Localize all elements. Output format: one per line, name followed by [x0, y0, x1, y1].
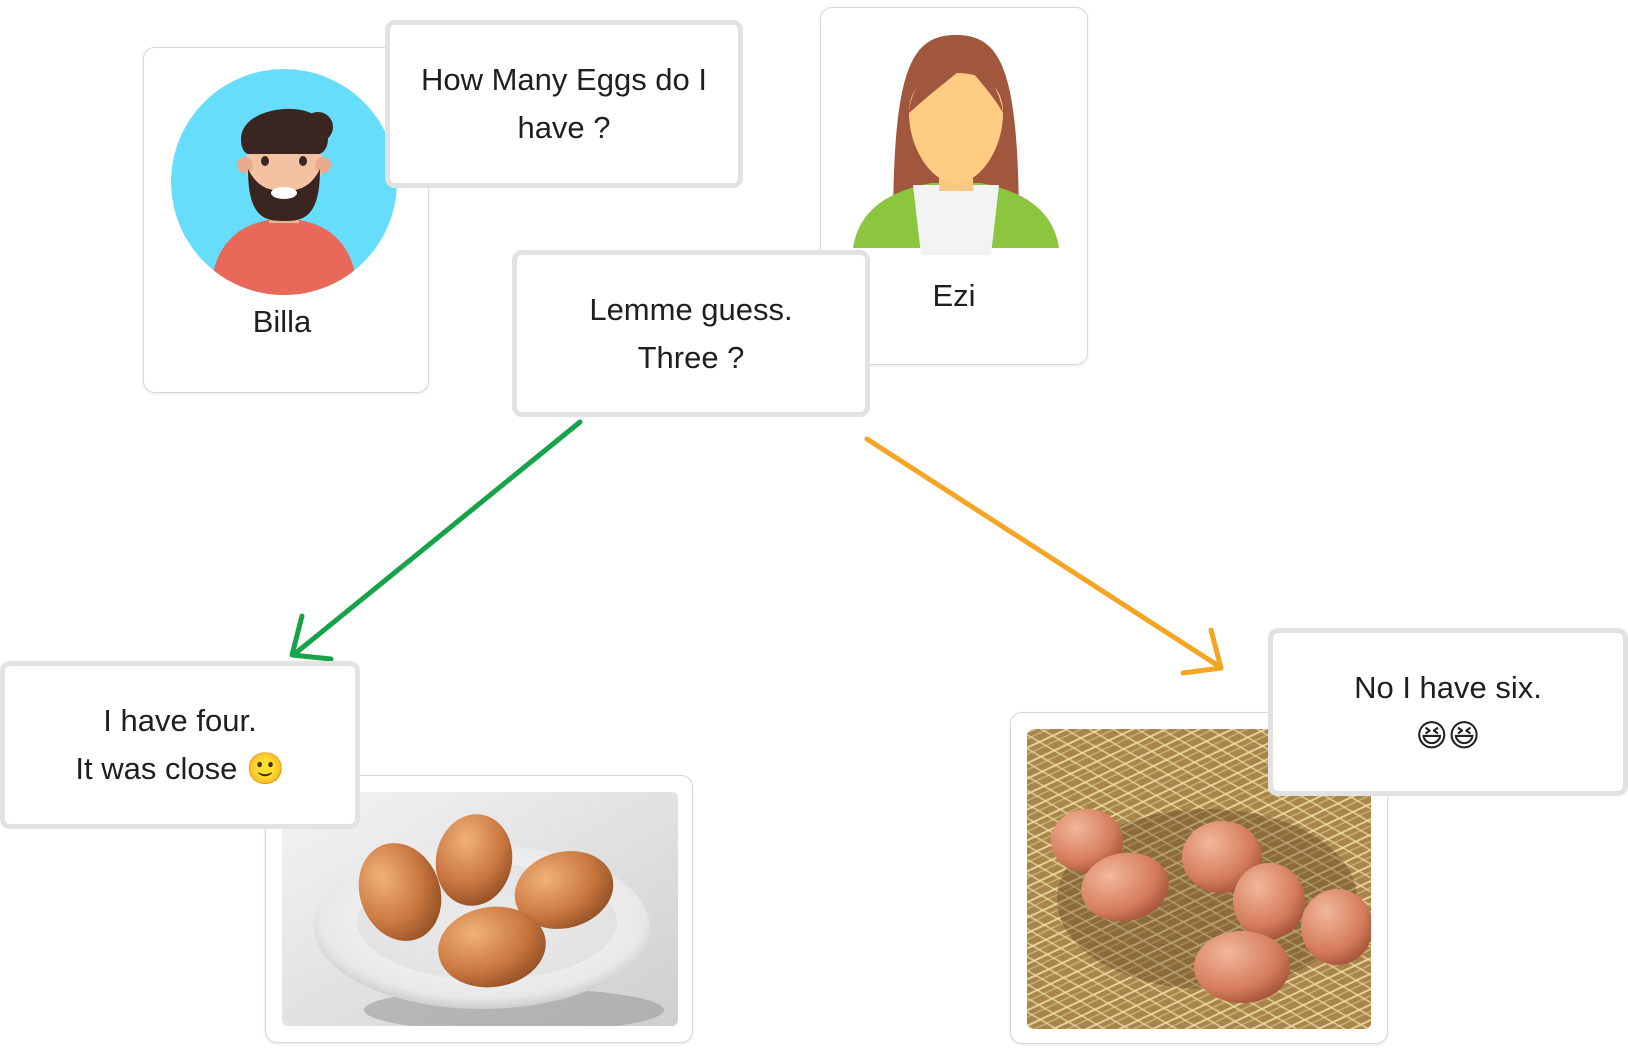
- person-name-billa: Billa: [252, 304, 312, 339]
- arrow-to-six: [864, 436, 1224, 676]
- speech-bubble-question: How Many Eggs do I have ?: [385, 20, 743, 188]
- woman-avatar-icon: [853, 35, 1059, 255]
- eggs-on-plate-image: [282, 792, 678, 1026]
- bubble-question-text: How Many Eggs do I have ?: [420, 62, 708, 145]
- photo-card-six-eggs: [1010, 712, 1388, 1044]
- speech-bubble-four: I have four. It was close 🙂: [0, 661, 360, 829]
- bubble-six-line1: No I have six.: [1354, 670, 1542, 705]
- arrow-to-four: [289, 419, 583, 662]
- bubble-guess-line2: Three ?: [637, 339, 745, 375]
- bubble-six-emoji: 😆😆: [1415, 718, 1481, 754]
- eggs-in-nest-image: [1027, 729, 1371, 1029]
- bubble-four-line2: It was close 🙂: [75, 751, 285, 786]
- person-name-ezi: Ezi: [932, 278, 976, 313]
- photo-card-four-eggs: [265, 775, 693, 1043]
- person-card-billa: Billa: [143, 47, 429, 393]
- speech-bubble-guess: Lemme guess. Three ?: [512, 250, 870, 417]
- bubble-guess-line1: Lemme guess.: [589, 291, 793, 327]
- person-card-ezi: Ezi: [820, 7, 1088, 365]
- bubble-four-line1: I have four.: [103, 703, 257, 738]
- man-avatar-icon: [171, 69, 397, 295]
- speech-bubble-six: No I have six. 😆😆: [1268, 628, 1628, 796]
